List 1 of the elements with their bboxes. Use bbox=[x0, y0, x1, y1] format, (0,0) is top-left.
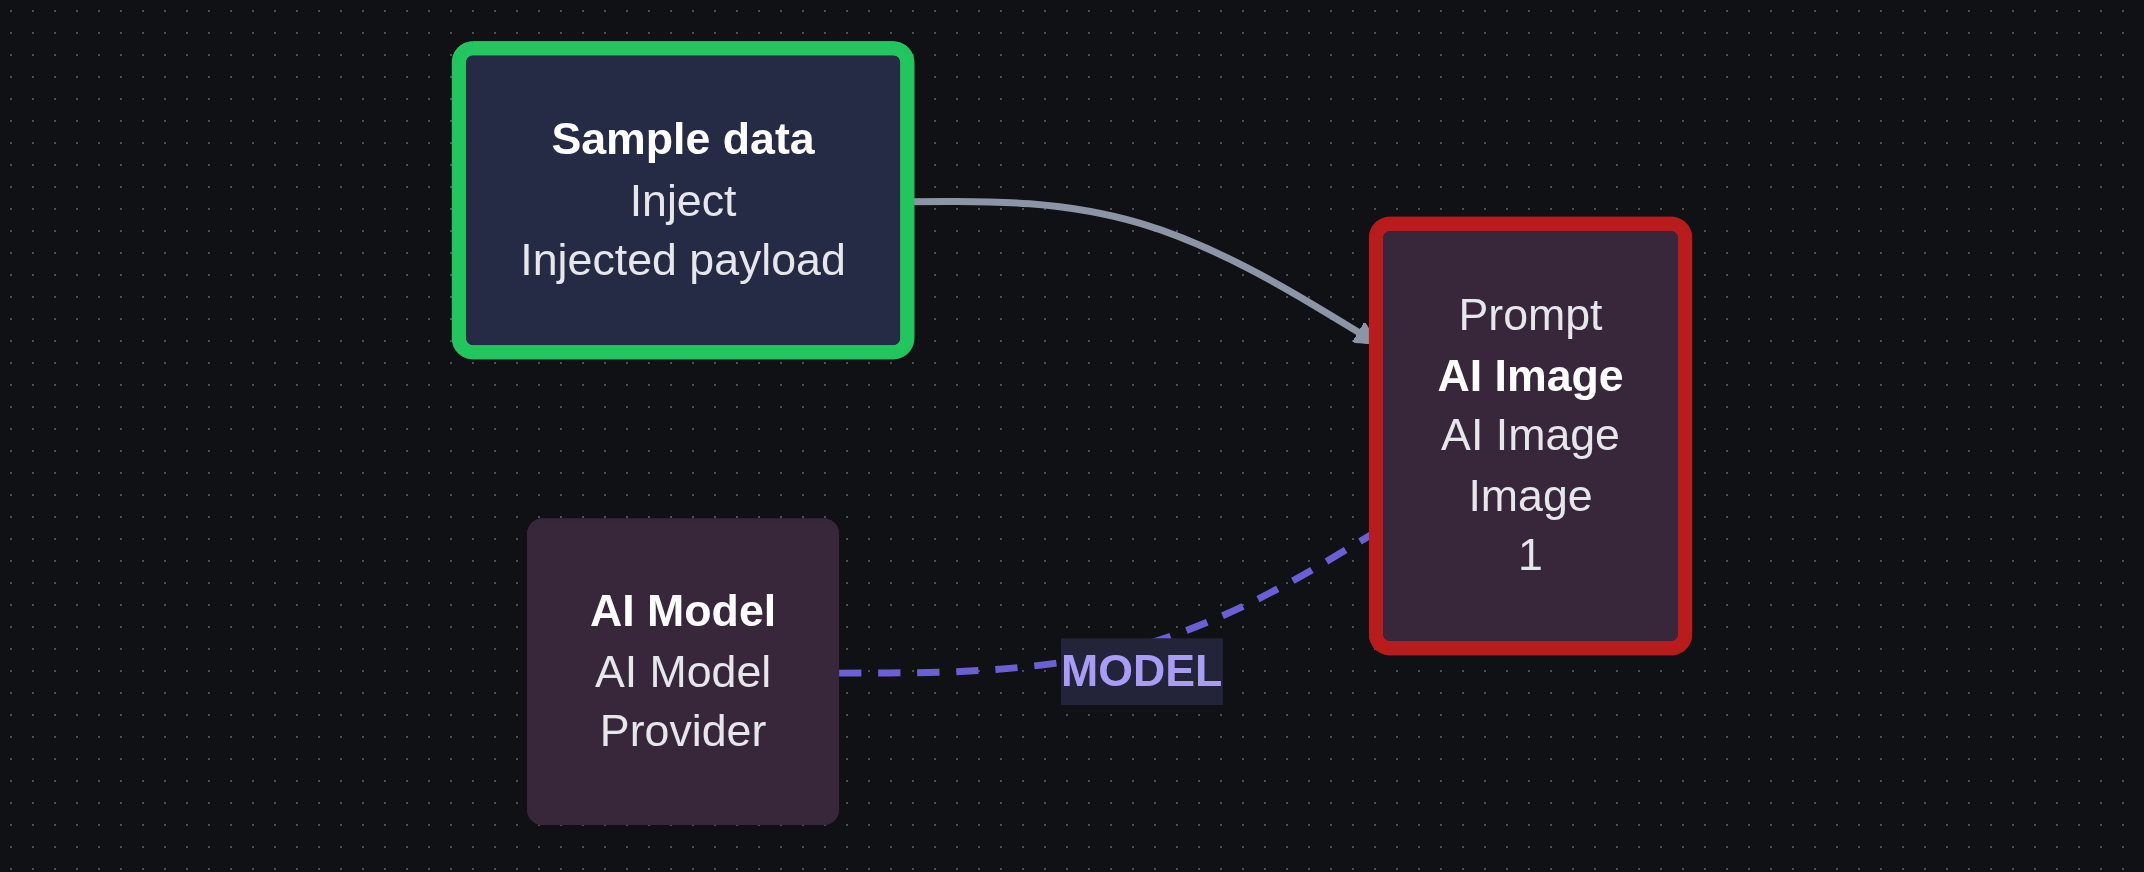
edge-label: MODEL bbox=[1060, 646, 1223, 695]
